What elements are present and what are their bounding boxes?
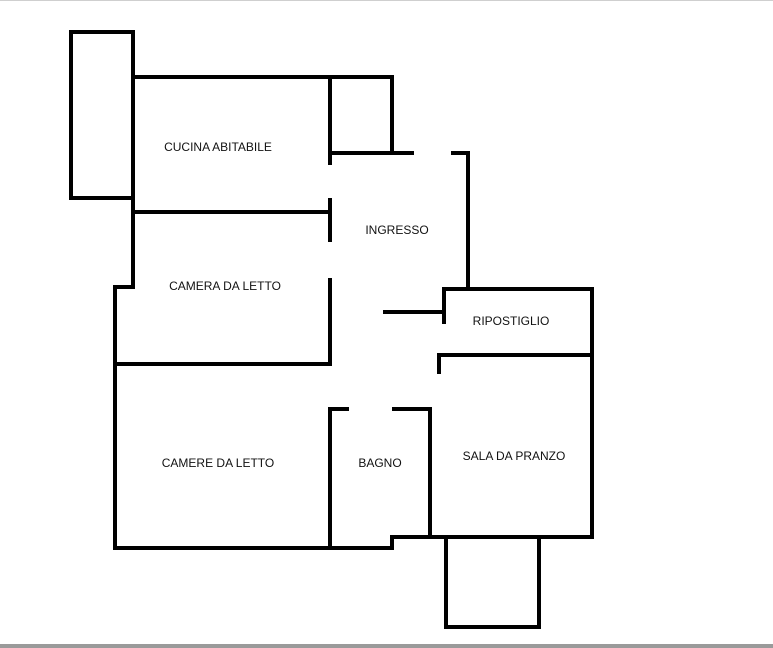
label-bedroom-1: CAMERA DA LETTO: [169, 279, 281, 293]
top-border: [0, 0, 773, 1]
label-kitchen: CUCINA ABITABILE: [164, 140, 272, 154]
storage-walls: [442, 287, 594, 357]
kitchen-walls: [131, 75, 394, 200]
room-labels: CUCINA ABITABILE INGRESSO CAMERA DA LETT…: [162, 140, 566, 470]
walls: [69, 30, 594, 629]
label-entrance: INGRESSO: [365, 223, 428, 237]
label-storage: RIPOSTIGLIO: [473, 314, 550, 328]
bathroom-bottom: [328, 535, 432, 550]
label-bathroom: BAGNO: [358, 456, 401, 470]
dining-right-bottom-wall: [428, 353, 594, 539]
bedroom-left-wall: [113, 196, 135, 366]
bathroom-top-right: [392, 407, 432, 539]
balcony-bottom: [444, 535, 541, 629]
label-bedroom-2: CAMERE DA LETTO: [162, 456, 274, 470]
entrance-right-wall: [451, 151, 470, 290]
bottom-bar: [0, 644, 773, 648]
balcony-left: [69, 30, 135, 200]
bathroom-top-left: [328, 407, 349, 550]
dining-top-wall: [437, 353, 594, 374]
label-dining-room: SALA DA PRANZO: [463, 449, 566, 463]
bedroom2-outer-wall: [113, 362, 332, 550]
